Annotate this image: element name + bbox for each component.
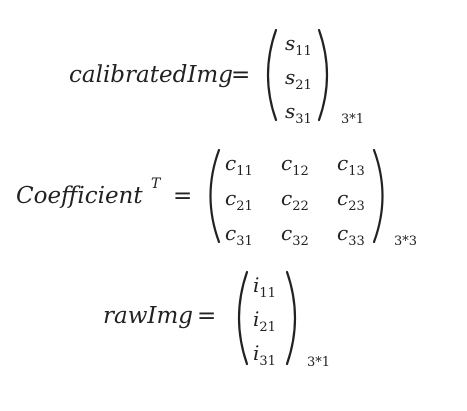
matrix-cell: s21 bbox=[285, 65, 312, 93]
left-parenthesis bbox=[237, 270, 249, 366]
matrix-cell: c13 bbox=[337, 151, 365, 179]
matrix-cell: c22 bbox=[281, 186, 309, 214]
right-parenthesis bbox=[317, 28, 329, 122]
matrix-cell: c31 bbox=[225, 221, 253, 249]
matrix-cell: s11 bbox=[285, 31, 312, 59]
left-parenthesis bbox=[209, 148, 221, 244]
matrix-cell: s31 bbox=[285, 99, 312, 127]
equals-sign: = bbox=[231, 62, 250, 88]
equation-calibrated-img: calibratedImg = s11 s21 s31 3*1 bbox=[69, 28, 364, 127]
matrix-cell: i21 bbox=[253, 307, 276, 335]
matrix-cell: c21 bbox=[225, 186, 253, 214]
matrix-dimensions: 3*3 bbox=[394, 234, 417, 249]
left-parenthesis bbox=[266, 28, 278, 122]
matrix-cell: c12 bbox=[281, 151, 309, 179]
matrix-cell: c32 bbox=[281, 221, 309, 249]
matrix-cell: c23 bbox=[337, 186, 365, 214]
right-parenthesis bbox=[285, 270, 297, 366]
matrix-dimensions: 3*1 bbox=[341, 112, 364, 127]
coefficient-label: Coefficient bbox=[16, 183, 143, 209]
matrix-cell: i31 bbox=[253, 341, 276, 369]
equation-coefficient-transpose: Coefficient T = c11 c12 c13 c21 c22 c23 … bbox=[16, 148, 417, 249]
equals-sign: = bbox=[173, 183, 192, 209]
matrix-dimensions: 3*1 bbox=[307, 355, 330, 370]
calibrated-img-label: calibratedImg bbox=[69, 62, 233, 88]
equation-raw-img: rawImg = i11 i21 i31 3*1 bbox=[103, 270, 330, 370]
matrix-cell: c33 bbox=[337, 221, 365, 249]
matrix-cell: c11 bbox=[225, 151, 253, 179]
equals-sign: = bbox=[197, 303, 216, 329]
raw-img-label: rawImg bbox=[103, 303, 193, 329]
matrix-cell: i11 bbox=[253, 273, 276, 301]
right-parenthesis bbox=[372, 148, 384, 244]
transpose-superscript: T bbox=[151, 176, 162, 192]
